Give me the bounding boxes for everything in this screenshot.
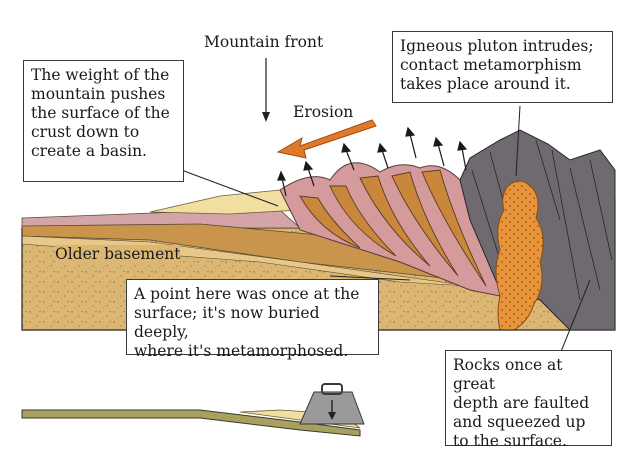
buried-point-callout: A point here was once at the surface; it… <box>126 279 379 355</box>
mountain-front-label: Mountain front <box>204 33 323 51</box>
faulted-rocks-callout: Rocks once at great depth are faulted an… <box>445 350 612 446</box>
foreland-basin-sand <box>150 190 300 214</box>
loading-inset <box>22 384 364 436</box>
mountain-front-arrow <box>262 58 270 122</box>
weight-callout: The weight of the mountain pushes the su… <box>23 60 184 182</box>
weight-icon <box>300 384 364 424</box>
older-basement-label: Older basement <box>55 245 180 263</box>
pluton-callout: Igneous pluton intrudes; contact metamor… <box>392 31 613 103</box>
erosion-arrow-icon <box>278 120 376 158</box>
erosion-label: Erosion <box>293 103 353 121</box>
